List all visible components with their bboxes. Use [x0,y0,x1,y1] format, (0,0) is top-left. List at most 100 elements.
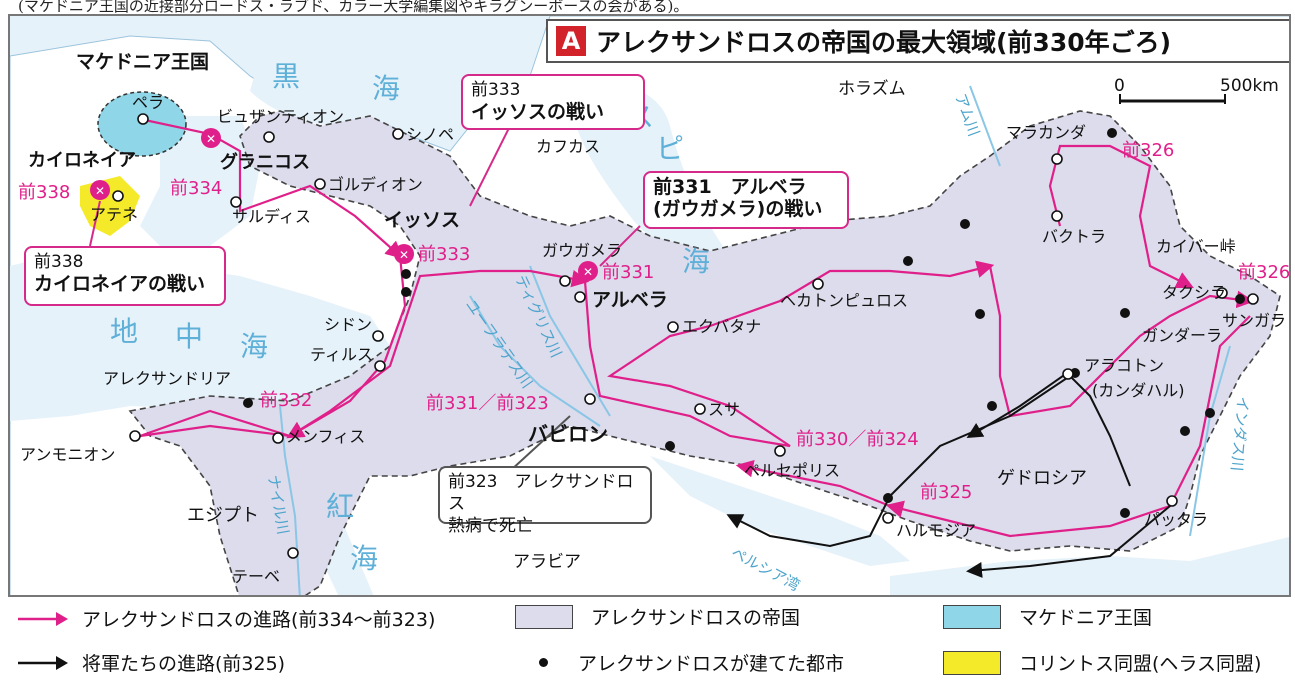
map-canvas: ✕ ✕ ✕ ✕ 0 [10,16,1290,595]
macedonia-kingdom-label: マケドニア王国 [76,51,209,73]
scale-zero: 0 [1114,76,1125,96]
map: ✕ ✕ ✕ ✕ 0 [8,14,1291,597]
amu-river [969,85,1001,167]
gordion-label: ゴルディオン [328,175,423,194]
region-labels: マケドニア王国 カフカス ホラズム エジプト アラビア ゲドロシア [76,51,1087,572]
founded-city-dot [665,441,675,451]
egypt-label: エジプト [187,505,259,526]
sangala-label: サンガラ [1222,311,1286,330]
city-gordion [314,178,326,190]
legend-macedonia-swatch [943,604,1001,629]
city-memphis [272,432,284,444]
city-taxila [1216,287,1228,299]
ammonion-label: アンモニオン [20,445,115,464]
issus-label: イッソス [384,209,460,231]
legend-route-label: アレクサンドロスの進路(前334〜前323) [82,609,436,631]
khyber-label: カイバー峠 [1156,237,1236,256]
maracanda-label: マラカンダ [1006,123,1086,142]
city-ammonion [129,430,141,442]
black-sea-label-2: 海 [372,72,400,105]
caspian-label-4: 海 [682,245,710,278]
sardis-label: サルディス [232,207,311,226]
callout-death-line1: 前323 アレクサンドロス [448,472,634,514]
legend-founded-city-label: アレクサンドロスが建てた都市 [578,653,845,675]
founded-city-dot [960,219,970,229]
indus-river [1189,345,1231,537]
leader-arbela [599,225,641,267]
legend-general: 将軍たちの進路(前325) [16,649,285,676]
date-333: 前333 [418,244,470,265]
legend-empire-swatch [515,604,573,629]
legend-corinth-label: コリントス同盟(ヘラス同盟) [1019,653,1262,675]
tyre-label: ティルス [310,345,373,364]
arachoton-label: アラコトン [1084,356,1164,375]
date-332: 前332 [260,390,312,411]
kandahar-label: (カンダハル) [1092,381,1185,400]
legend-founded-city: アレクサンドロスが建てた都市 [515,649,844,676]
tigris-river [529,265,611,417]
title-text: アレクサンドロスの帝国の最大領域(前330年ごろ) [596,28,1172,57]
sea-arabian [890,536,1289,595]
founded-city-dot [1235,294,1245,304]
city-labels: ペラ ビュザンティオン グラニコス カイロネイア アテネ サルディス シノペ ゴ… [20,93,1286,586]
founded-city-dot [1107,128,1117,138]
city-arachoton [1062,368,1074,380]
med-label-2: 中 [175,320,203,353]
arabia-label: アラビア [513,552,581,572]
chaeronea-label: カイロネイア [28,150,136,171]
city-gaugamela [559,275,571,287]
leader-death [509,415,571,472]
generals-route [726,370,1171,578]
legend-corinth-swatch [943,650,1001,675]
svg-text:✕: ✕ [95,184,105,198]
date-labels: 前334 前338 前333 前331 前332 前326 前326 前331／… [18,140,1290,503]
city-sardis [230,196,242,208]
route-segment [988,265,1255,418]
founded-city-dot [1120,508,1130,518]
legend-route: アレクサンドロスの進路(前334〜前323) [16,605,435,632]
date-330-324: 前330／前324 [796,429,919,450]
gaugamela-label: ガウガメラ [542,241,622,260]
harmozia-label: ハルモジア [896,521,976,540]
legend-route-arrow-icon [18,611,68,626]
bactra-label: バクトラ [1042,227,1106,246]
founded-city-dot [401,287,411,297]
alexandria-label: アレクサンドリア [103,369,231,388]
city-ecbatana [667,321,679,333]
callout-chaeronea-event: カイロネイアの戦い [34,273,206,295]
date-331: 前331 [602,262,654,283]
founded-cities [243,128,1245,518]
route-segment [735,459,891,508]
scale-bar: 0 500km [1114,76,1279,104]
caucasus-label: カフカス [536,137,600,156]
date-326b: 前326 [1238,262,1290,283]
med-label-1: 地 [110,315,138,348]
founded-city-dot [1205,408,1215,418]
founded-city-dot [883,493,893,503]
city-harmozia [882,512,894,524]
callout-issus: 前333 イッソスの戦い [461,74,645,130]
nile-river [279,405,301,595]
susa-label: スサ [708,400,740,419]
leader-issus [469,125,511,207]
callout-chaeronea-year: 前338 [34,252,84,272]
founded-city-dot [1120,308,1130,318]
callout-death: 前323 アレクサンドロス 熱病で死亡 [438,466,652,536]
battle-chaeronea: ✕ [90,180,110,200]
city-thebes [287,547,299,559]
founded-city-dot [903,256,913,266]
legend-corinth: コリントス同盟(ヘラス同盟) [943,649,1261,676]
city-arbela [574,291,586,303]
sidon-label: シドン [324,315,372,334]
city-byzantion [263,131,275,143]
callout-arbela-line1: 前331 アルベラ [653,176,807,198]
rivers [279,85,1231,595]
battle-issus: ✕ [394,244,414,264]
pella-label: ペラ [132,93,164,112]
taxila-label: タクシラ [1162,283,1226,302]
legend-empire: アレクサンドロスの帝国 [515,603,800,630]
cities [112,113,1259,559]
founded-city-dot [1180,426,1190,436]
legend-macedonia: マケドニア王国 [943,603,1152,630]
battle-gaugamela: ✕ [578,261,598,281]
